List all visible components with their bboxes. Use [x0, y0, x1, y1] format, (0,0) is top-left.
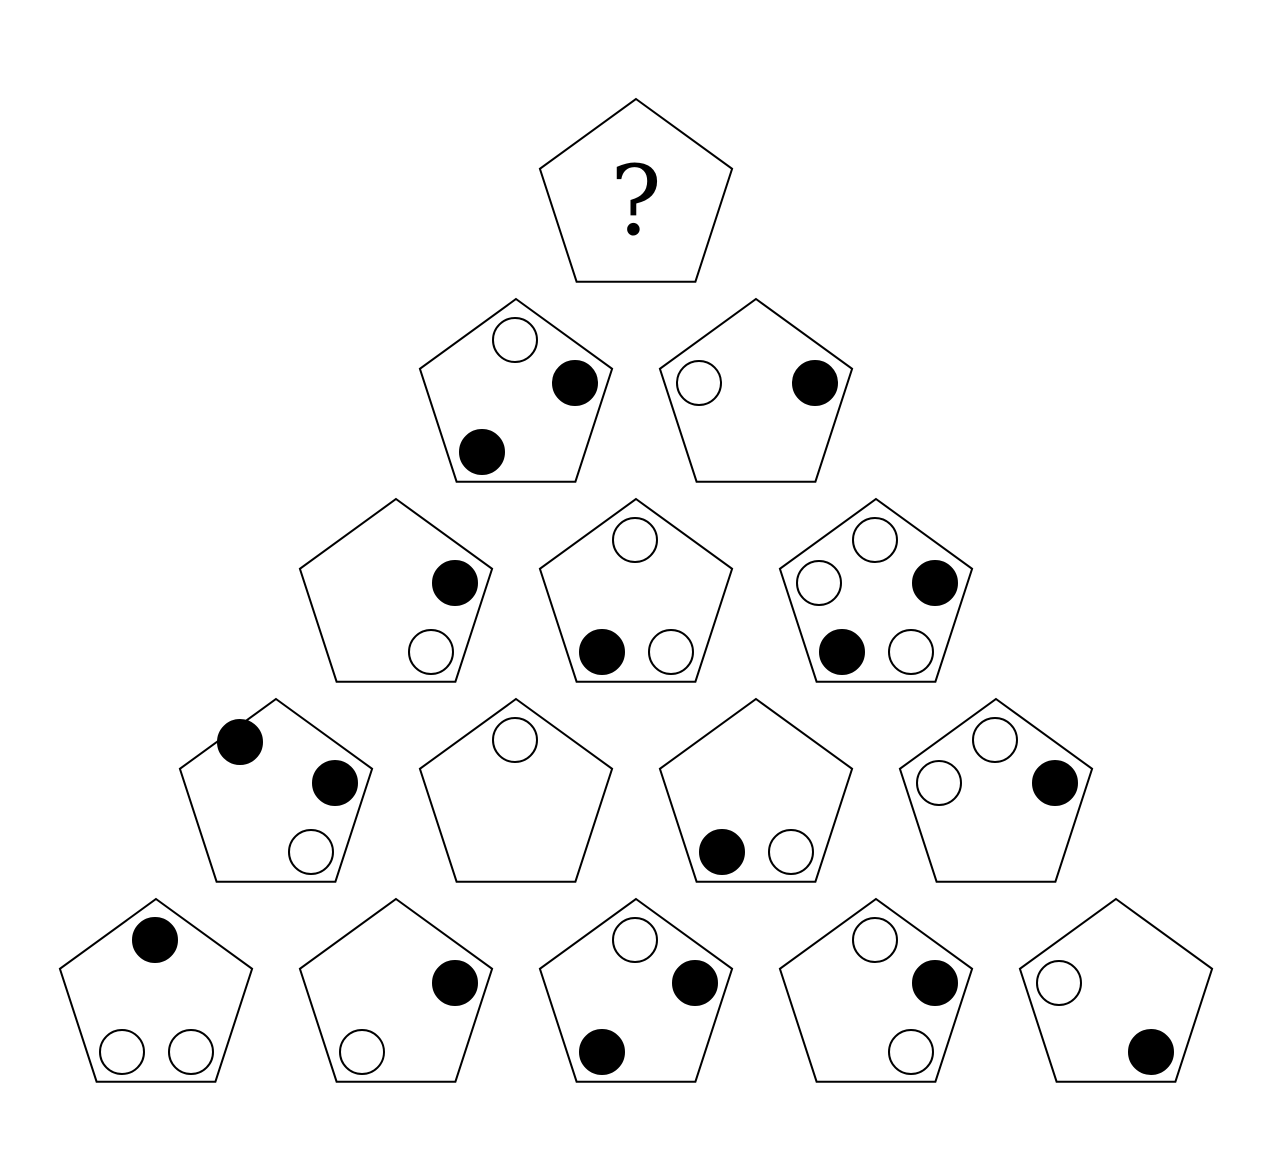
pentagon-cell [778, 497, 974, 683]
pentagon-cell [538, 897, 734, 1083]
white-dot [408, 629, 454, 675]
black-dot [1032, 760, 1078, 806]
black-dot [672, 960, 718, 1006]
white-dot [168, 1029, 214, 1075]
black-dot [552, 360, 598, 406]
black-dot [579, 629, 625, 675]
white-dot [648, 629, 694, 675]
black-dot [217, 719, 263, 765]
white-dot [888, 1029, 934, 1075]
black-dot [699, 829, 745, 875]
white-dot [796, 560, 842, 606]
white-dot [99, 1029, 145, 1075]
white-dot [612, 517, 658, 563]
black-dot [819, 629, 865, 675]
pentagon-cell [778, 897, 974, 1083]
pentagon-outline [538, 97, 734, 283]
pentagon-cell [898, 697, 1094, 883]
white-dot [339, 1029, 385, 1075]
pentagon-cell [298, 497, 494, 683]
white-dot [888, 629, 934, 675]
white-dot [768, 829, 814, 875]
black-dot [579, 1029, 625, 1075]
pentagon-outline [898, 697, 1094, 883]
black-dot [432, 560, 478, 606]
pentagon-cell [418, 697, 614, 883]
black-dot [459, 429, 505, 475]
black-dot [912, 960, 958, 1006]
white-dot [972, 717, 1018, 763]
black-dot [912, 560, 958, 606]
white-dot [676, 360, 722, 406]
pentagon-cell [658, 297, 854, 483]
pentagon-cell [298, 897, 494, 1083]
white-dot [852, 517, 898, 563]
pentagon-outline [418, 697, 614, 883]
pentagon-cell [1018, 897, 1214, 1083]
white-dot [288, 829, 334, 875]
question-mark: ? [610, 145, 661, 257]
pentagon-cell [538, 497, 734, 683]
white-dot [492, 717, 538, 763]
black-dot [312, 760, 358, 806]
white-dot [612, 917, 658, 963]
pentagon-outline [658, 297, 854, 483]
pentagon-cell [418, 297, 614, 483]
white-dot [492, 317, 538, 363]
black-dot [1128, 1029, 1174, 1075]
pentagon-cell [58, 897, 254, 1083]
pentagon-cell [178, 697, 374, 883]
unknown-pentagon: ? [538, 97, 734, 283]
black-dot [792, 360, 838, 406]
pentagon-outline [658, 697, 854, 883]
black-dot [132, 917, 178, 963]
black-dot [432, 960, 478, 1006]
white-dot [1036, 960, 1082, 1006]
white-dot [916, 760, 962, 806]
pentagon-cell [658, 697, 854, 883]
white-dot [852, 917, 898, 963]
